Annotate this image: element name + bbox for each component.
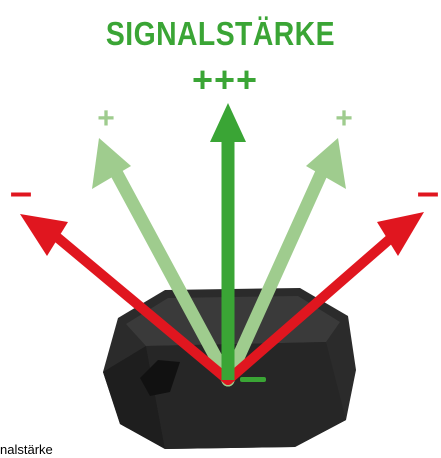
negative-arrow-right bbox=[223, 233, 396, 385]
negative-arrow-right-head bbox=[377, 212, 424, 256]
weak-arrow-right bbox=[221, 167, 328, 387]
negative-signal-label-right: – bbox=[416, 170, 440, 214]
negative-arrow-left bbox=[53, 233, 233, 385]
strong-arrow-head bbox=[210, 103, 246, 142]
caption-text: nalstärke bbox=[0, 442, 53, 457]
negative-arrow-left-head bbox=[20, 214, 68, 256]
negative-signal-label-left: – bbox=[9, 170, 33, 214]
weak-signal-label-left: + bbox=[97, 102, 115, 135]
weak-arrow-left bbox=[110, 167, 235, 387]
weak-arrow-left-head bbox=[92, 138, 131, 189]
diagram-title: SIGNALSTÄRKE bbox=[105, 15, 335, 52]
weak-arrow-right-head bbox=[306, 138, 346, 189]
weak-signal-label-right: + bbox=[335, 102, 353, 135]
signal-direction-arrows bbox=[20, 103, 424, 387]
strong-signal-label: +++ bbox=[191, 59, 259, 100]
